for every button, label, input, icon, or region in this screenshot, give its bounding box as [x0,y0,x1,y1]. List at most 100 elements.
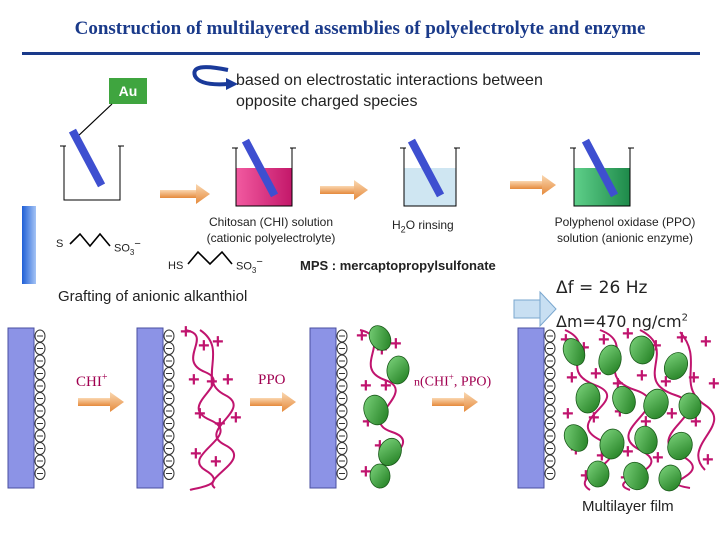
enzyme-blob [667,431,693,461]
plus-sign: + [622,441,634,463]
beaker-chitosan [232,138,296,207]
enzyme-blob [363,394,389,426]
plus-sign: + [690,411,702,433]
gold-electrode [22,206,36,284]
delta-m-sup: 2 [681,312,689,324]
so3-charge: − [134,238,141,250]
enzyme-blob [663,352,689,380]
ppo-label: PPO [258,372,286,388]
so3-text: SO [114,242,130,255]
rinse-rest: O rinsing [405,218,454,232]
enzyme-blob [598,344,622,376]
plus-sign: + [180,321,192,343]
plus-sign: + [360,375,372,397]
thiol-so3-label: SO3− [114,238,141,257]
beaker-ppo [570,138,634,207]
plus-sign: + [676,327,688,349]
ppo-line1: Polyphenol oxidase (PPO) [554,215,696,229]
au-label: Au [109,78,147,104]
plus-sign: + [590,363,602,385]
plus-sign: + [636,365,648,387]
chi-ppo-text: (CHI [420,374,449,390]
cycle-label: n(CHI+, PPO) [414,372,491,391]
plus-sign: + [596,445,608,467]
ppo-line2: solution (anionic enzyme) [556,231,694,245]
chi-ppo-end: , PPO) [453,374,492,390]
enzyme-blob [575,382,601,414]
cycle-arrow-icon [192,65,238,90]
plus-sign: + [194,403,206,425]
big-arrow [513,290,557,328]
plus-sign: + [190,443,202,465]
plus-sign: + [230,407,242,429]
plus-sign: + [640,411,652,433]
mps-chain [187,250,233,266]
so3-sub: 3 [129,247,135,257]
enzyme-blob [586,460,610,488]
plus-sign: + [380,375,392,397]
enzyme-blob [369,463,391,489]
page-title: Construction of multilayered assemblies … [74,18,646,39]
plus-sign: + [588,407,600,429]
enzyme-blob [562,338,586,366]
thiol-s-label: S [56,238,64,250]
beaker-water [400,138,460,207]
plus-sign: + [688,367,700,389]
plus-sign: + [652,447,664,469]
plus-sign: + [708,373,720,395]
enzyme-blob [658,464,682,492]
bottom-arrow-3 [432,392,478,412]
delta-f: Δf = 26 Hz [556,278,648,298]
mps-name: MPS : mercaptopropylsulfonate [300,258,496,273]
plus-sign: + [390,333,402,355]
bottom-arrow-1 [78,392,124,412]
plus-sign: + [188,369,200,391]
enzyme-blob [678,392,702,420]
chi-label: CHI+ [76,372,107,391]
enzyme-blob [386,355,410,385]
mps-so3-charge: − [256,256,263,268]
plus-sign: + [702,449,714,471]
anion-columns [34,329,556,480]
au-pointer-line [75,103,113,139]
chitosan-line1: Chitosan (CHI) solution [208,215,334,229]
chi-sup: + [101,372,108,383]
rinse-h: H [392,218,401,232]
plus-sign: + [622,323,634,345]
plus-sign: + [374,435,386,457]
chitosan-line2: (cationic polyelectrolyte) [206,231,336,245]
interaction-text: based on electrostatic interactions betw… [236,70,543,112]
delta-m-text: Δm=470 ng/cm [556,312,682,331]
chi-text: CHI [76,374,102,390]
bottom-arrow-2 [250,392,296,412]
plus-sign: + [598,329,610,351]
plus-sign: + [566,367,578,389]
plus-sign: + [212,331,224,353]
enzyme-blob [623,461,649,491]
plus-sign: + [222,369,234,391]
chi-ppo-sup: + [448,372,454,382]
plus-sign: + [700,331,712,353]
plus-sign: + [210,451,222,473]
plus-sign: + [580,465,592,487]
step-arrow-3 [510,175,556,195]
mps-so3-sub: 3 [251,265,257,275]
plus-sign: + [214,413,226,435]
plus-sign: + [650,335,662,357]
plus-sign: + [578,337,590,359]
enzyme-blob [643,388,669,420]
beaker-empty [60,128,124,201]
plus-sign: + [360,461,372,483]
chitosan-label: Chitosan (CHI) solution (cationic polyel… [196,214,346,246]
enzyme-blob [563,424,589,452]
ppo-solution-label: Polyphenol oxidase (PPO) solution (anion… [540,214,710,246]
multilayer-label: Multilayer film [582,498,674,515]
enzyme-blob [612,385,636,415]
plus-sign: + [666,403,678,425]
plus-sign: + [660,371,672,393]
step-arrow-2 [320,180,368,200]
mps-so3-text: SO [236,260,252,273]
interaction-line2: opposite charged species [236,93,418,110]
step-arrow-1 [160,184,210,204]
